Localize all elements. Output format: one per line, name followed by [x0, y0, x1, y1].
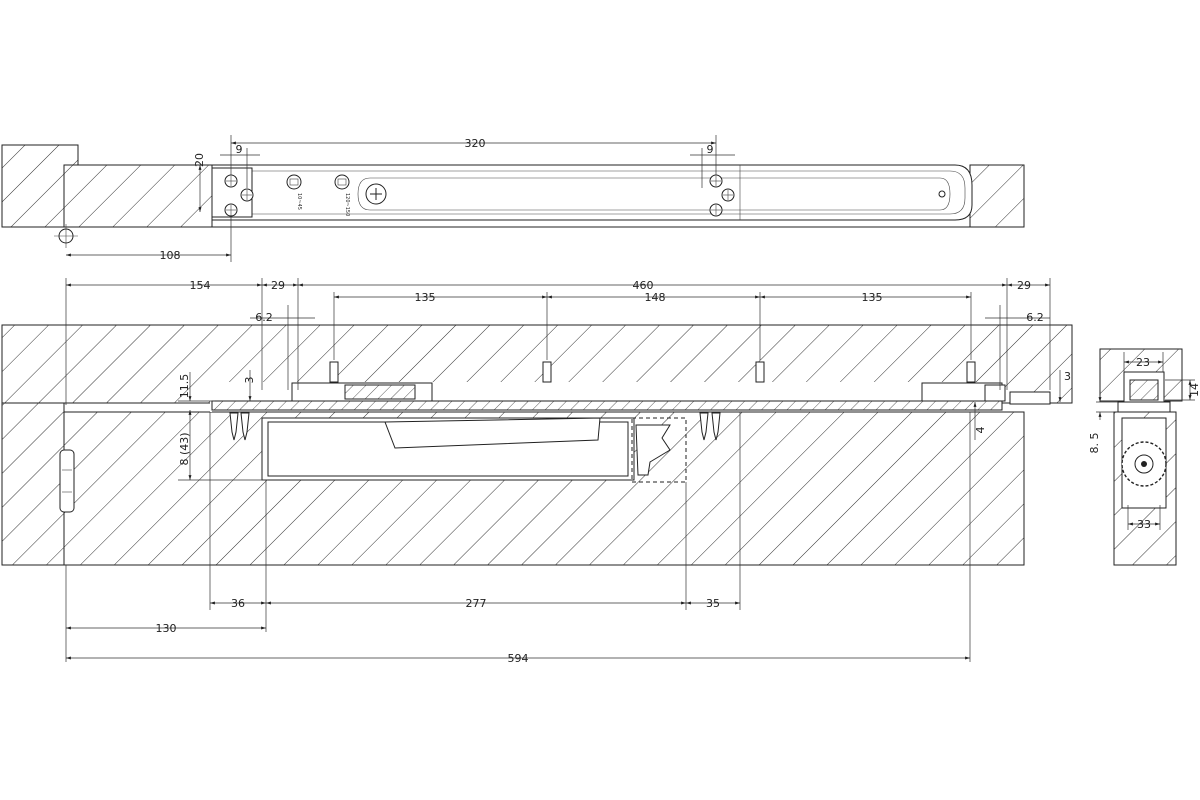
dim-108: 108: [160, 249, 181, 262]
dim-35: 35: [706, 597, 720, 610]
dim-3-right: 3: [1064, 370, 1071, 383]
adjust-valve-icon: [334, 174, 350, 190]
dim-4: 4: [974, 427, 987, 434]
door-jamb: [1, 402, 65, 566]
side-rail: [1117, 401, 1171, 413]
dim-36: 36: [231, 597, 245, 610]
dim-3-left: 3: [243, 377, 256, 384]
dim-130: 130: [156, 622, 177, 635]
slide-arm: [211, 400, 1003, 411]
side-carriage: [1129, 379, 1159, 401]
dim-9-left: 9: [236, 143, 243, 156]
side-view: 23 14 8. 5 33: [1088, 348, 1200, 566]
slot-track: [357, 177, 951, 211]
door-leaf-right: [969, 164, 1025, 228]
screw-icon: [240, 188, 254, 202]
dim-14: 14: [1188, 383, 1200, 397]
dim-148: 148: [645, 291, 666, 304]
dim-320: 320: [465, 137, 486, 150]
hinge-knuckle: [59, 449, 75, 513]
dim-11-5: 11.5: [178, 374, 191, 399]
adjust-label-right: 120~150: [344, 193, 350, 216]
dim-6-2-left: 6.2: [255, 311, 273, 324]
adjust-label-left: 10~45: [296, 193, 302, 210]
screw-icon: [709, 174, 723, 188]
dim-8-5: 8. 5: [1088, 433, 1101, 454]
dim-23: 23: [1136, 356, 1150, 369]
adjust-valve-icon: [286, 174, 302, 190]
screw-icon: [721, 188, 735, 202]
closer-arm: [384, 417, 601, 449]
screw-icon: [709, 203, 723, 217]
phillips-screw-icon: [365, 183, 387, 205]
screw-icon: [229, 361, 976, 441]
dim-33: 33: [1137, 518, 1151, 531]
slide-rail: [211, 164, 973, 221]
dim-29-right: 29: [1017, 279, 1031, 292]
door-leaf-left: [63, 164, 213, 228]
dim-460: 460: [633, 279, 654, 292]
dim-277: 277: [466, 597, 487, 610]
pinion-gear-icon: [635, 424, 671, 476]
dim-135-right: 135: [862, 291, 883, 304]
dim-29-left: 29: [271, 279, 285, 292]
screw-icon: [224, 174, 238, 188]
end-bracket-right: [1009, 391, 1051, 405]
top-view: 10~45 120~150 320 9 9 20 108: [1, 135, 1025, 262]
dim-6-2-right: 6.2: [1026, 311, 1044, 324]
screw-icon: [224, 203, 238, 217]
section-view: 154 29 460 29 135 148 135 6.2 6.2 11.5 8…: [1, 278, 1073, 665]
slide-rail-inner: [250, 170, 966, 215]
dim-154: 154: [190, 279, 211, 292]
dim-9-right: 9: [707, 143, 714, 156]
rail-end-hole-icon: [938, 190, 946, 198]
dim-20: 20: [193, 153, 206, 167]
end-cap-right: [984, 384, 1006, 402]
mechanism-detail: [344, 384, 416, 400]
dim-8-43: 8 (43): [178, 432, 191, 465]
dim-594: 594: [508, 652, 529, 665]
dim-135-left: 135: [415, 291, 436, 304]
gear-housing: [631, 417, 687, 483]
